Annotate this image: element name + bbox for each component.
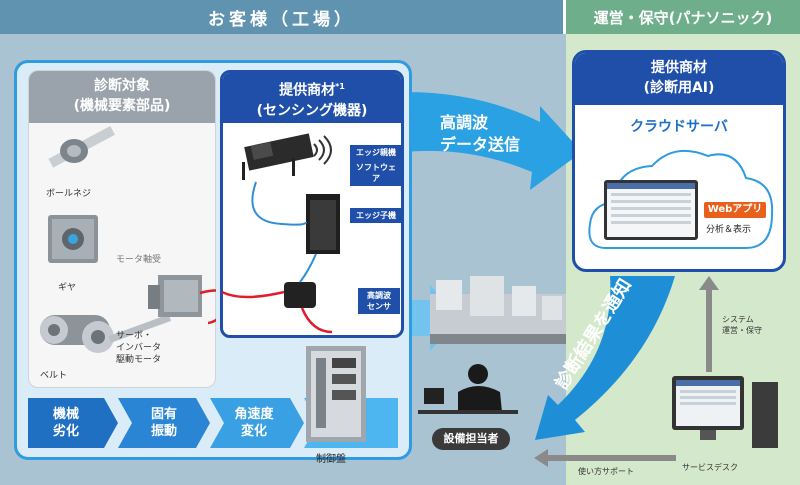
servo-line2: インバータ: [116, 343, 162, 353]
cloud-server-label: クラウドサーバ: [630, 119, 728, 135]
target-title-line2: (機械要素部品): [73, 98, 171, 114]
customer-header: お客様（工場）: [0, 0, 563, 34]
part-label-belt: ベルト: [40, 371, 68, 381]
ops-title-line2: (診断用AI): [643, 80, 715, 96]
system-ops-line1: システム: [722, 315, 754, 324]
analysis-label: 分析＆表示: [706, 225, 752, 235]
service-desk-computer-icon: [672, 376, 778, 448]
tag-edge-child: エッジ子機: [350, 208, 402, 223]
tag-edge-parent: エッジ親機: [350, 145, 402, 160]
step-machine-degradation: 機械劣化: [28, 398, 104, 448]
sensing-title-line2: (センシング機器): [256, 102, 368, 119]
part-label-ballscrew: ボールネジ: [46, 189, 92, 199]
step2-l2: 振動: [150, 424, 177, 439]
servo-line1: サーボ・: [116, 331, 153, 341]
tag-sensor-line1: 高調波: [367, 291, 391, 300]
data-transfer-arrow: [405, 92, 582, 190]
servo-motor-label: サーボ・ インバータ 駆動モータ: [116, 330, 161, 366]
step-natural-vibration: 固有振動: [126, 398, 202, 448]
control-panel-icon: [306, 346, 366, 442]
factory-machine-icon: [430, 276, 566, 344]
part-label-gear: ギヤ: [58, 283, 77, 293]
step3-l1: 角速度: [234, 407, 274, 422]
machine-parts-illustration: [40, 125, 216, 353]
edge-parent-icon: [242, 133, 332, 180]
tag-harmonic-sensor: 高調波 センサ: [358, 288, 400, 314]
target-title-line1: 診断対象: [94, 78, 150, 94]
harmonic-sensor-icon: [284, 282, 316, 308]
gear-icon: [48, 215, 98, 263]
notify-arrow: [535, 276, 675, 440]
cloud-illustration: [588, 149, 774, 249]
system-ops-label: システム 運営・保守: [722, 314, 762, 336]
system-ops-arrow: [699, 276, 719, 372]
step3-l2: 変化: [240, 424, 267, 439]
sensing-devices-illustration: [222, 133, 340, 334]
transfer-line2: データ送信: [440, 135, 521, 154]
service-desk-label: サービスデスク: [682, 463, 738, 472]
step2-l1: 固有: [150, 407, 177, 422]
data-transfer-label: 高調波 データ送信: [440, 112, 520, 156]
support-arrow: [534, 449, 676, 467]
tag-software: ソフトウェア: [350, 160, 402, 186]
control-panel-label: 制御盤: [316, 454, 346, 465]
belt-icon: [40, 315, 114, 353]
ball-screw-icon: [48, 125, 115, 168]
step-angular-velocity: 角速度変化: [216, 398, 292, 448]
motor-icon: [108, 275, 202, 343]
ops-title-line1: 提供商材: [651, 60, 707, 76]
operator-label: 設備担当者: [432, 428, 510, 450]
transfer-line1: 高調波: [440, 113, 489, 132]
step1-l1: 機械: [52, 407, 79, 422]
motor-bearing-label: モータ軸受: [116, 255, 162, 265]
webapp-badge: Webアプリ: [704, 202, 766, 218]
support-label: 使い方サポート: [578, 467, 634, 476]
system-ops-line2: 運営・保守: [722, 326, 762, 335]
step1-l2: 劣化: [52, 424, 79, 439]
servo-line3: 駆動モータ: [116, 355, 162, 365]
sensing-title-line1: 提供商材*1: [279, 82, 345, 99]
tag-sensor-line2: センサ: [367, 302, 391, 311]
web-app-screen-icon: [604, 180, 698, 240]
operations-header: 運営・保守(パナソニック): [566, 0, 800, 34]
operator-icon: [418, 364, 518, 414]
edge-child-icon: [306, 194, 340, 254]
